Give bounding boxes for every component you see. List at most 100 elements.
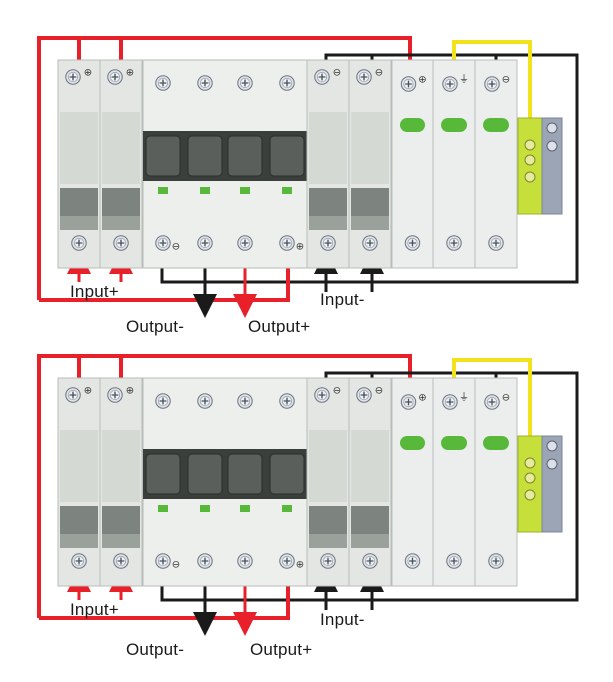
status-indicator <box>441 118 467 132</box>
input-negative-label-bottom: Input- <box>320 610 365 629</box>
output-negative-label-top: Output- <box>126 317 185 336</box>
screw-terminal <box>404 553 421 569</box>
terminal-symbol: ⊕ <box>418 393 426 404</box>
breaker-toggle <box>351 506 389 534</box>
din-rail-modules: ⊕⊕⊖⊕⊖⊖⊕⏚⊖ <box>57 59 563 269</box>
breaker-toggle-base <box>60 534 98 548</box>
surge-protector-module <box>432 59 476 269</box>
terminal-screw <box>546 440 558 452</box>
status-indicator <box>240 505 250 512</box>
input-positive-label-bottom: Input+ <box>70 600 119 619</box>
positive-input-wire <box>37 354 412 618</box>
din-rail-modules: ⊕⊕⊖⊕⊖⊖⊕⏚⊖ <box>57 377 563 587</box>
status-indicator <box>240 187 250 194</box>
breaker-face <box>309 112 347 184</box>
screw-terminal <box>442 394 458 410</box>
positive-symbol: ⊕ <box>296 560 304 571</box>
output-positive-label-bottom: Output+ <box>250 640 313 659</box>
screw-terminal <box>400 394 417 410</box>
screw-terminal <box>237 235 253 251</box>
earth-terminal-block <box>517 435 543 533</box>
surge-protector-module <box>391 59 434 269</box>
screw-terminal <box>155 393 171 409</box>
wiring-panel-bottom: ⊕⊕⊖⊕⊖⊖⊕⏚⊖ <box>37 354 579 636</box>
input-positive-label-top: Input+ <box>70 282 119 301</box>
breaker-toggle-base <box>309 216 347 230</box>
negative-symbol: ⊖ <box>333 68 341 79</box>
neutral-terminal-block <box>541 117 563 215</box>
screw-terminal <box>197 393 213 409</box>
screw-terminal <box>279 235 295 251</box>
breaker-face <box>60 430 98 502</box>
wires <box>37 36 579 318</box>
breaker-face <box>309 430 347 502</box>
status-indicator <box>282 505 292 512</box>
breaker-face <box>60 112 98 184</box>
screw-terminal <box>107 387 123 403</box>
screw-terminal <box>446 553 462 569</box>
status-indicator <box>282 187 292 194</box>
terminal-screw <box>524 457 536 469</box>
isolator-handle <box>145 453 181 495</box>
positive-output-loop-wire <box>39 580 290 620</box>
surge-protector-module <box>474 59 518 269</box>
terminal-symbol: ⊖ <box>502 75 510 86</box>
screw-terminal <box>404 235 421 251</box>
status-indicator <box>400 118 425 132</box>
screw-terminal <box>279 553 295 569</box>
screw-terminal <box>197 235 213 251</box>
screw-terminal <box>113 235 129 251</box>
terminal-screw <box>546 140 558 152</box>
isolator-handle <box>269 135 305 177</box>
screw-terminal <box>113 553 129 569</box>
neutral-terminal-block <box>541 435 563 533</box>
isolator-handle <box>187 135 223 177</box>
status-indicator <box>441 436 467 450</box>
screw-terminal <box>320 553 336 569</box>
input-negative-label-top: Input- <box>320 290 365 309</box>
screw-terminal <box>362 235 378 251</box>
status-indicator <box>200 187 210 194</box>
screw-terminal <box>314 387 330 403</box>
wiring-panel-top: ⊕⊕⊖⊕⊖⊖⊕⏚⊖ <box>37 36 579 318</box>
breaker-toggle <box>102 506 140 534</box>
isolator-handle <box>269 453 305 495</box>
positive-symbol: ⊕ <box>126 386 134 397</box>
screw-terminal <box>65 69 81 85</box>
screw-terminal <box>237 75 253 91</box>
screw-terminal <box>446 235 462 251</box>
screw-terminal <box>362 553 378 569</box>
status-indicator <box>158 505 168 512</box>
surge-protector-module <box>432 377 476 587</box>
screw-terminal <box>320 235 336 251</box>
screw-terminal <box>488 553 504 569</box>
negative-symbol: ⊖ <box>333 386 341 397</box>
breaker-toggle-base <box>60 216 98 230</box>
earth-wire <box>452 358 532 436</box>
status-indicator <box>200 505 210 512</box>
screw-terminal <box>107 69 123 85</box>
screw-terminal <box>488 235 504 251</box>
positive-output-loop-wire <box>39 262 290 302</box>
negative-symbol: ⊖ <box>375 386 383 397</box>
screw-terminal <box>237 393 253 409</box>
negative-symbol: ⊖ <box>172 560 180 571</box>
terminal-symbol: ⊖ <box>502 393 510 404</box>
terminal-symbol: ⏚ <box>459 392 469 404</box>
status-indicator <box>483 118 509 132</box>
breaker-toggle-base <box>309 534 347 548</box>
terminal-symbol: ⊕ <box>418 75 426 86</box>
negative-return-wire <box>160 371 579 602</box>
negative-symbol: ⊖ <box>172 242 180 253</box>
breaker-toggle-base <box>102 216 140 230</box>
screw-terminal <box>197 553 213 569</box>
earth-wire <box>452 40 532 118</box>
isolator-handle <box>187 453 223 495</box>
breaker-face <box>102 112 140 184</box>
breaker-face <box>351 112 389 184</box>
status-indicator <box>400 436 425 450</box>
screw-terminal <box>65 387 81 403</box>
screw-terminal <box>356 69 372 85</box>
earth-terminal-block <box>517 117 543 215</box>
terminal-screw <box>546 122 558 134</box>
